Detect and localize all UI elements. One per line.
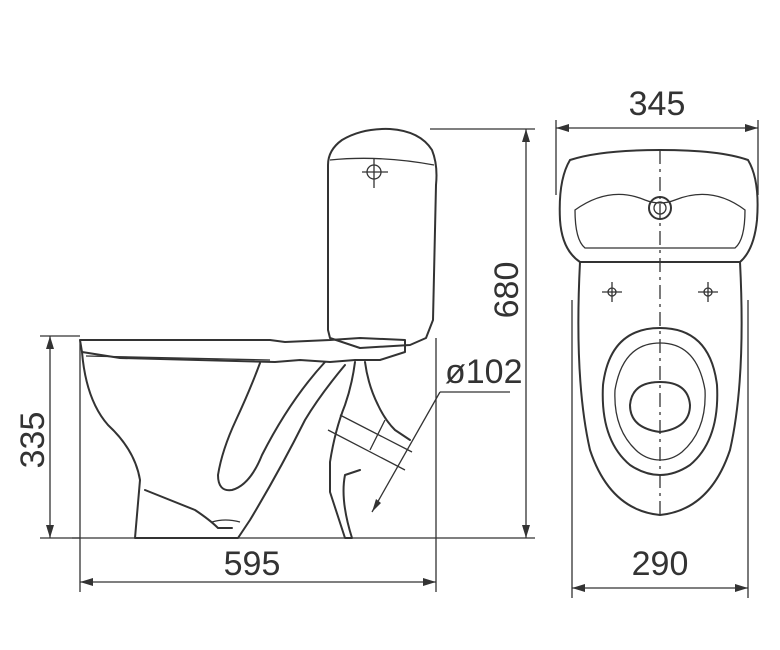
- side-pipe-flange: [327, 414, 413, 471]
- dim-bottom-width-290: 290: [571, 300, 749, 598]
- top-view: [558, 149, 759, 516]
- side-view: [72, 127, 440, 539]
- bowl-height-label: 335: [14, 412, 52, 469]
- side-seat-line: [85, 355, 271, 361]
- side-outlet-hole: [211, 519, 241, 523]
- side-pipe-outlet: [364, 361, 411, 441]
- dim-pipe-diameter: ø102: [371, 353, 523, 513]
- dim-length-595: 595: [79, 338, 437, 592]
- top-screw-right-icon: [698, 282, 718, 302]
- top-tank-inner: [574, 193, 746, 249]
- side-rear-pipe: [329, 361, 361, 539]
- dim-bowl-height-335: 335: [14, 335, 80, 539]
- top-width-label: 345: [629, 85, 686, 123]
- height-label: 680: [488, 262, 526, 319]
- side-tank: [327, 127, 438, 349]
- dim-height-680: 680: [430, 128, 535, 539]
- side-bowl-trap: [217, 361, 326, 492]
- bottom-width-label: 290: [632, 545, 689, 583]
- side-bowl-rim: [79, 337, 406, 363]
- side-bowl-body: [81, 351, 346, 539]
- side-tank-lid-line: [329, 157, 435, 166]
- side-tank-screw-icon: [362, 158, 388, 188]
- top-screw-left-icon: [602, 282, 622, 302]
- pipe-diameter-label: ø102: [445, 353, 523, 391]
- dim-top-width-345: 345: [555, 85, 759, 195]
- length-label: 595: [224, 545, 281, 583]
- side-bowl-outlet: [144, 489, 233, 529]
- top-tank-outer: [558, 149, 759, 263]
